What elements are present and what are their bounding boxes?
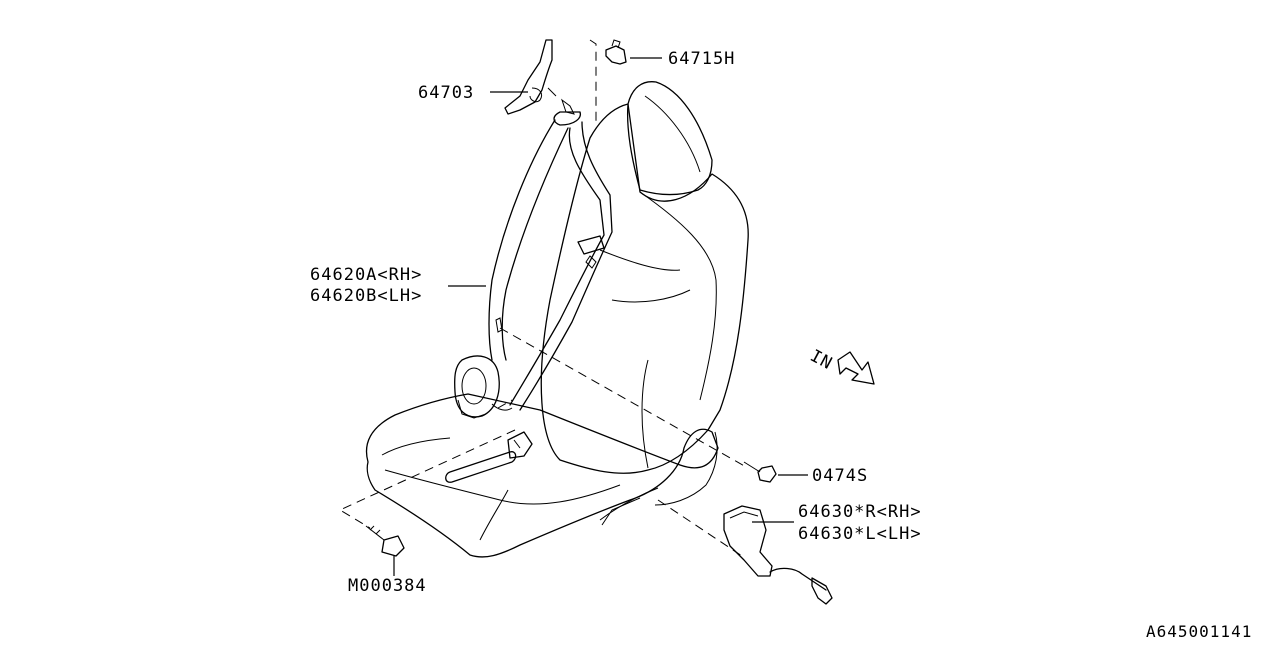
label-0474s: 0474S (812, 466, 869, 486)
retractor (454, 355, 513, 419)
label-64620a-rh: 64620A<RH> (310, 265, 423, 285)
label-64630r-rh: 64630*R<RH> (798, 502, 922, 522)
headrest (626, 81, 713, 196)
inner-buckle-stalk (445, 431, 533, 483)
label-64620b-lh: 64620B<LH> (310, 286, 423, 306)
outer-buckle-64630 (723, 505, 833, 605)
seat-back (540, 103, 749, 474)
seat-cushion (366, 393, 719, 558)
label-m000384: M000384 (348, 576, 427, 596)
belt-webbing (488, 111, 613, 411)
label-64630l-lh: 64630*L<LH> (798, 524, 922, 544)
label-64703: 64703 (418, 83, 475, 103)
alignment-lines (338, 39, 749, 557)
cover-clip-64715h (605, 39, 627, 65)
leader-lines (393, 57, 808, 576)
anchor-bracket-64703 (504, 39, 575, 115)
diagram-code: A645001141 (1146, 622, 1253, 641)
label-64715h: 64715H (668, 49, 736, 69)
bolt-m000384 (365, 525, 405, 557)
bolt-0474s (743, 461, 777, 483)
forward-direction-arrow (837, 351, 875, 385)
